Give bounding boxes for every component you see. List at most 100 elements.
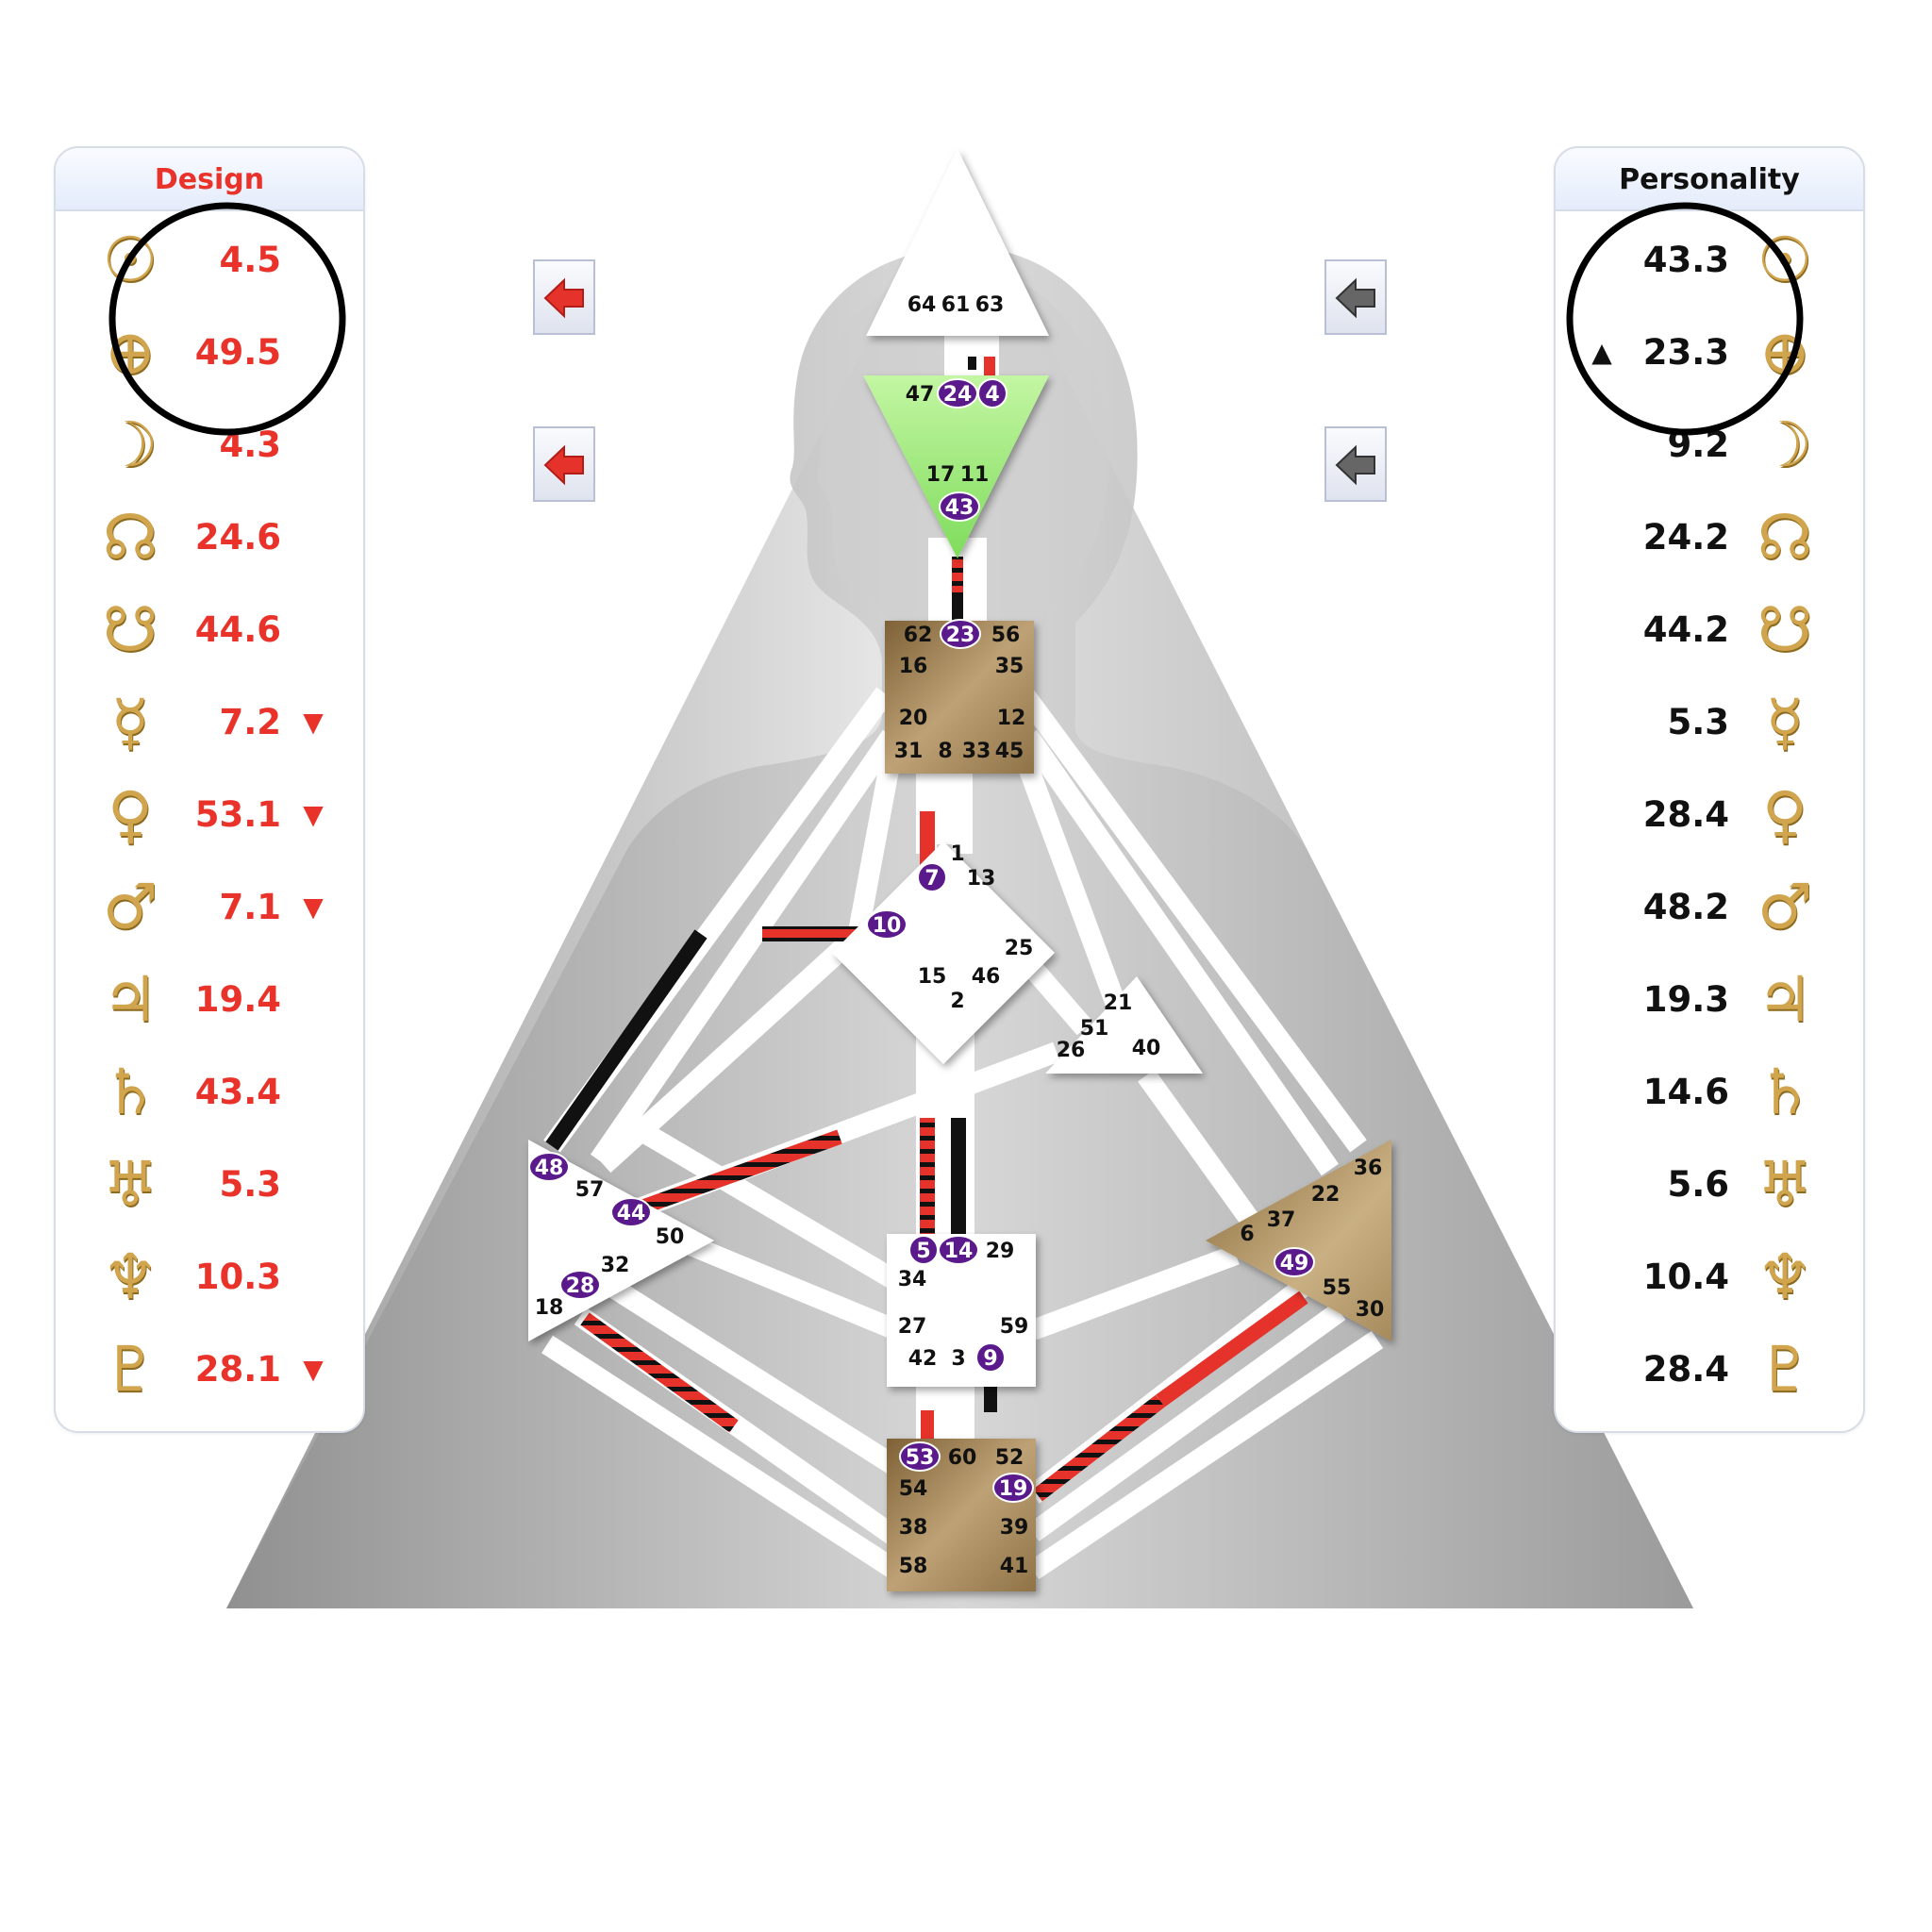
gate-61-label[interactable]: 61 bbox=[941, 293, 971, 317]
gate-63-label[interactable]: 63 bbox=[975, 293, 1005, 317]
gate-12-label[interactable]: 12 bbox=[997, 707, 1026, 730]
personality-gate-line-value: 44.2 bbox=[1642, 609, 1729, 650]
gate-64-label[interactable]: 64 bbox=[908, 293, 937, 317]
gate-6-label[interactable]: 6 bbox=[1240, 1223, 1254, 1246]
design-gate-line-value: 4.3 bbox=[219, 425, 281, 465]
detriment-triangle-icon bbox=[1588, 1231, 1616, 1324]
gate-29-label[interactable]: 29 bbox=[986, 1240, 1015, 1263]
activation-19-line bbox=[1033, 1394, 1165, 1502]
design-prev-arrow-button-1[interactable] bbox=[533, 259, 595, 335]
gate-53-label[interactable]: 53 bbox=[906, 1446, 935, 1470]
gate-54-label[interactable]: 54 bbox=[899, 1477, 928, 1501]
gate-15-label[interactable]: 15 bbox=[918, 965, 947, 989]
gate-10-label[interactable]: 10 bbox=[873, 914, 902, 938]
detriment-triangle-icon bbox=[1588, 399, 1616, 491]
gate-48-label[interactable]: 48 bbox=[535, 1157, 564, 1180]
gate-26-label[interactable]: 26 bbox=[1057, 1039, 1086, 1062]
gate-19-label[interactable]: 19 bbox=[999, 1477, 1028, 1501]
gate-33-label[interactable]: 33 bbox=[962, 740, 991, 763]
gate-18-label[interactable]: 18 bbox=[535, 1296, 564, 1320]
personality-prev-arrow-button-2[interactable] bbox=[1324, 426, 1387, 502]
gate-52-label[interactable]: 52 bbox=[995, 1446, 1024, 1470]
gate-58-label[interactable]: 58 bbox=[899, 1555, 928, 1578]
personality-row-jupiter: ♃19.3 bbox=[1556, 954, 1863, 1046]
personality-gate-line-value: 9.2 bbox=[1667, 425, 1729, 465]
gate-4-label[interactable]: 4 bbox=[985, 383, 999, 407]
channel-10-20 bbox=[848, 752, 902, 935]
head-center bbox=[866, 149, 1049, 336]
mars-icon: ♂ bbox=[1757, 871, 1813, 943]
gate-17-label[interactable]: 17 bbox=[926, 463, 956, 487]
channel-45-21 bbox=[1013, 751, 1128, 1013]
gate-56-label[interactable]: 56 bbox=[991, 624, 1021, 647]
gate-34-label[interactable]: 34 bbox=[898, 1268, 927, 1291]
gate-53-active-badge bbox=[899, 1441, 941, 1472]
gate-49-label[interactable]: 49 bbox=[1280, 1252, 1309, 1275]
gate-60-label[interactable]: 60 bbox=[948, 1446, 977, 1470]
gate-7-label[interactable]: 7 bbox=[924, 867, 939, 891]
gate-22-label[interactable]: 22 bbox=[1311, 1183, 1341, 1207]
gate-14-label[interactable]: 14 bbox=[944, 1240, 974, 1263]
gate-2-label[interactable]: 2 bbox=[950, 990, 964, 1013]
gate-35-label[interactable]: 35 bbox=[995, 655, 1024, 678]
gate-20-label[interactable]: 20 bbox=[899, 707, 928, 730]
gate-40-label[interactable]: 40 bbox=[1132, 1037, 1161, 1060]
gate-36-label[interactable]: 36 bbox=[1354, 1157, 1383, 1180]
gate-57-label[interactable]: 57 bbox=[575, 1178, 605, 1202]
detriment-triangle-icon bbox=[299, 491, 327, 584]
personality-row-earth: ⊕23.3▲ bbox=[1556, 307, 1863, 399]
gate-37-label[interactable]: 37 bbox=[1267, 1208, 1296, 1232]
gate-28-label[interactable]: 28 bbox=[566, 1274, 595, 1298]
gate-47-label[interactable]: 47 bbox=[906, 383, 935, 407]
gate-55-label[interactable]: 55 bbox=[1323, 1276, 1352, 1300]
gate-43-label[interactable]: 43 bbox=[945, 496, 974, 520]
gate-59-label[interactable]: 59 bbox=[1000, 1315, 1029, 1339]
pluto-icon: ♇ bbox=[1757, 1333, 1813, 1406]
gate-5-label[interactable]: 5 bbox=[916, 1240, 930, 1263]
gate-45-label[interactable]: 45 bbox=[995, 740, 1024, 763]
gate-1-label[interactable]: 1 bbox=[950, 842, 964, 866]
design-prev-arrow-button-2[interactable] bbox=[533, 426, 595, 502]
design-gate-line-value: 28.1 bbox=[194, 1349, 281, 1390]
gate-24-label[interactable]: 24 bbox=[943, 383, 973, 407]
gate-8-label[interactable]: 8 bbox=[938, 740, 952, 763]
design-row-mars: ♂7.1▼ bbox=[56, 861, 363, 954]
uranus-icon: ♅ bbox=[102, 1148, 158, 1221]
gate-16-label[interactable]: 16 bbox=[899, 655, 928, 678]
gate-25-label[interactable]: 25 bbox=[1005, 937, 1034, 960]
gate-62-label[interactable]: 62 bbox=[904, 624, 933, 647]
design-gate-line-value: 4.5 bbox=[219, 240, 281, 280]
ajna-center bbox=[863, 375, 1049, 558]
gate-9-label[interactable]: 9 bbox=[983, 1347, 997, 1371]
gate-39-label[interactable]: 39 bbox=[1000, 1516, 1029, 1540]
detriment-triangle-icon bbox=[1588, 1324, 1616, 1416]
activation-16-48-black bbox=[545, 929, 708, 1151]
activation-28-line bbox=[580, 1312, 739, 1433]
design-gate-line-value: 19.4 bbox=[194, 979, 281, 1020]
gate-46-label[interactable]: 46 bbox=[972, 965, 1001, 989]
gate-42-label[interactable]: 42 bbox=[908, 1347, 938, 1371]
gate-41-label[interactable]: 41 bbox=[1000, 1555, 1029, 1578]
gate-11-label[interactable]: 11 bbox=[960, 463, 990, 487]
gate-10-active-badge bbox=[866, 909, 908, 940]
personality-row-venus: ♀28.4 bbox=[1556, 769, 1863, 861]
gate-43-active-badge bbox=[939, 491, 980, 522]
gate-27-label[interactable]: 27 bbox=[898, 1315, 927, 1339]
personality-prev-arrow-button-1[interactable] bbox=[1324, 259, 1387, 335]
gate-21-label[interactable]: 21 bbox=[1104, 991, 1133, 1015]
detriment-triangle-icon bbox=[1588, 584, 1616, 676]
gate-50-label[interactable]: 50 bbox=[656, 1225, 685, 1249]
sun-icon: ☉ bbox=[1757, 224, 1813, 296]
gate-13-label[interactable]: 13 bbox=[967, 867, 996, 891]
gate-44-label[interactable]: 44 bbox=[617, 1202, 646, 1225]
channel-activations bbox=[545, 357, 1308, 1502]
gate-23-label[interactable]: 23 bbox=[946, 624, 975, 647]
gate-32-label[interactable]: 32 bbox=[601, 1254, 630, 1277]
gate-3-label[interactable]: 3 bbox=[951, 1347, 965, 1371]
gate-48-active-badge bbox=[528, 1152, 570, 1182]
gate-51-label[interactable]: 51 bbox=[1080, 1017, 1109, 1041]
gate-30-label[interactable]: 30 bbox=[1356, 1298, 1385, 1322]
gate-31-label[interactable]: 31 bbox=[894, 740, 924, 763]
design-row-south-node: ☋44.6 bbox=[56, 584, 363, 676]
gate-38-label[interactable]: 38 bbox=[899, 1516, 928, 1540]
